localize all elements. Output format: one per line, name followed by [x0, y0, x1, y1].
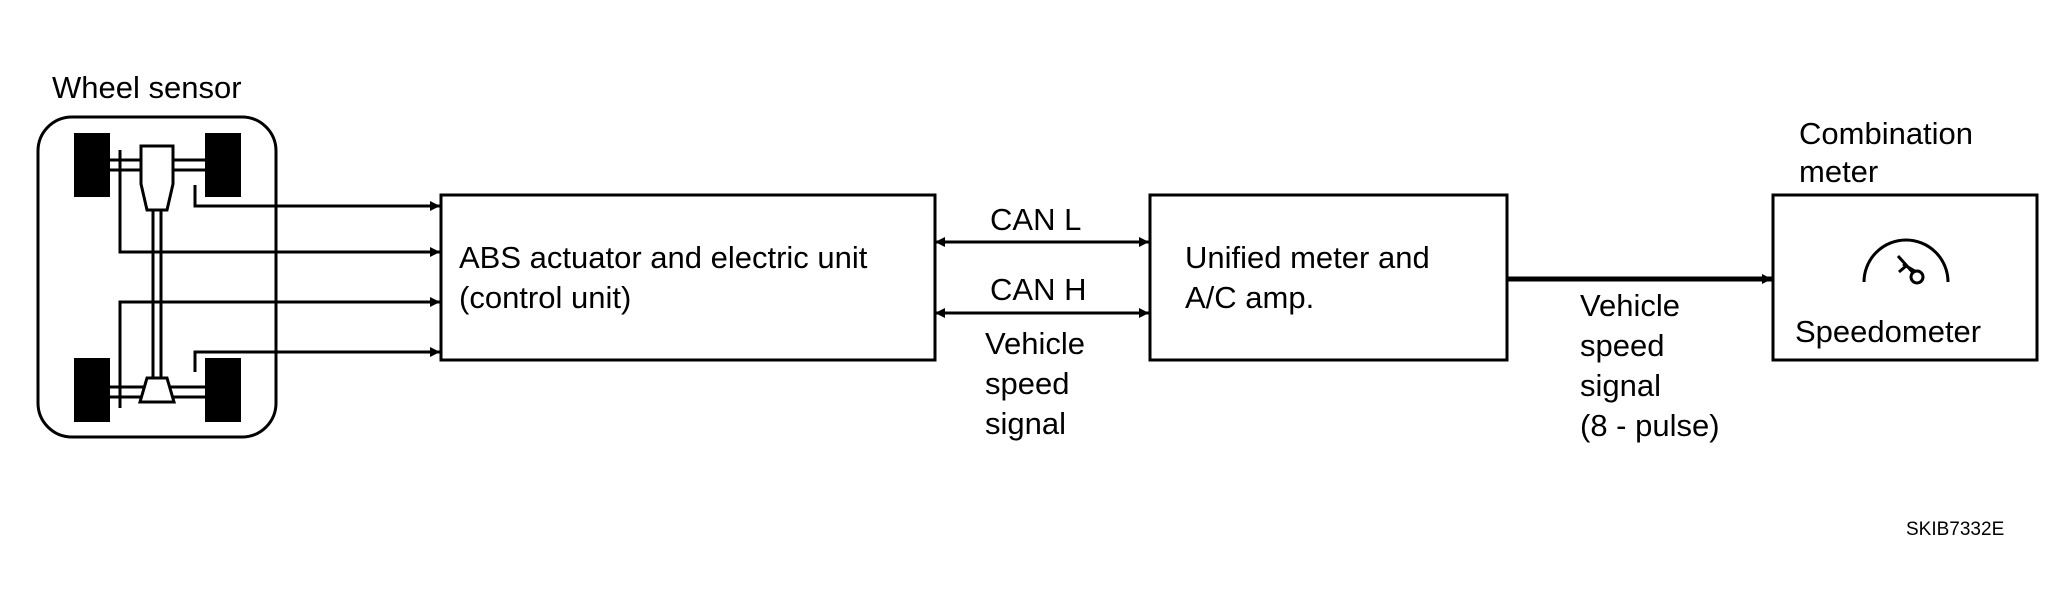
wheel-sensor-assembly — [36, 115, 418, 439]
differential-icon — [138, 376, 176, 404]
wheel-sensor-label: Wheel sensor — [52, 70, 242, 105]
meter-amp-label-line1: Unified meter and — [1185, 240, 1430, 275]
rear-right-wheel-icon — [205, 358, 241, 422]
pulse-signal-label-4: (8 - pulse) — [1580, 408, 1720, 443]
wheel-sensor-frame — [36, 115, 278, 439]
combination-meter-title-2: meter — [1799, 154, 1879, 189]
pulse-signal-label-1: Vehicle — [1580, 288, 1680, 323]
front-right-wheel-icon — [205, 133, 241, 197]
speedometer-label: Speedometer — [1795, 314, 1982, 349]
transmission-icon — [139, 144, 175, 212]
figure-code: SKIB7332E — [1906, 519, 2005, 540]
can-signal-label-1: Vehicle — [985, 326, 1085, 361]
abs-unit-label-line2: (control unit) — [459, 280, 632, 315]
speedometer-gauge-icon — [1862, 238, 1950, 285]
abs-unit-box — [439, 193, 937, 362]
sensor-arrows — [405, 201, 440, 357]
sensor-wires — [118, 150, 418, 408]
abs-unit-label-line1: ABS actuator and electric unit — [459, 240, 868, 275]
pulse-signal-label-3: signal — [1580, 368, 1661, 403]
can-signal-label-2: speed — [985, 366, 1070, 401]
pulse-signal-label-2: speed — [1580, 328, 1665, 363]
combination-meter-box — [1771, 193, 2039, 362]
meter-amp-label-line2: A/C amp. — [1185, 280, 1315, 315]
combination-meter-title-1: Combination — [1799, 116, 1974, 151]
rear-left-wheel-icon — [74, 358, 110, 422]
can-h-label: CAN H — [990, 272, 1087, 307]
can-signal-label-3: signal — [985, 406, 1066, 441]
can-l-label: CAN L — [990, 202, 1082, 237]
front-left-wheel-icon — [74, 133, 110, 197]
